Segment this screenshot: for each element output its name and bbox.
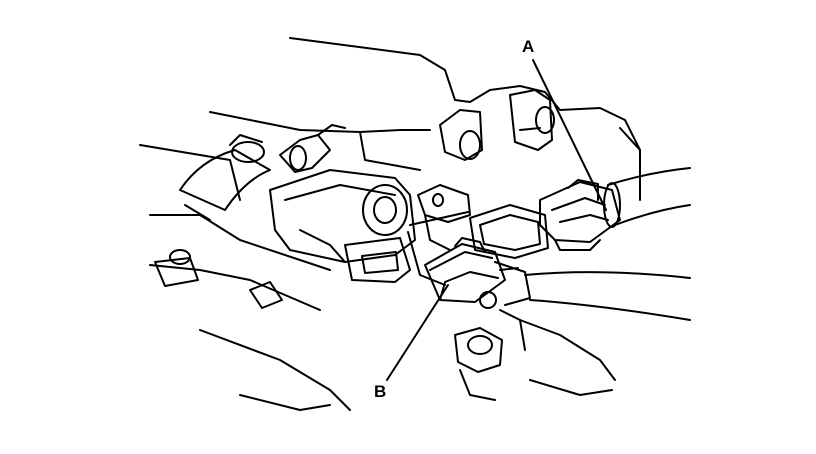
left-hose [179, 134, 271, 221]
connector-b [424, 237, 531, 309]
connector-a [539, 179, 621, 251]
callout-label-b: B [374, 382, 387, 401]
engine-bosses [439, 89, 555, 161]
lower-details [154, 249, 526, 401]
open-receptacle [407, 204, 549, 286]
leader-line-a [532, 59, 607, 211]
leader-line-b [386, 284, 449, 381]
harness-b [524, 271, 691, 321]
valve-body [269, 169, 416, 283]
mounting-bracket [417, 184, 471, 251]
harness-a [603, 167, 691, 228]
callout-label-a: A [522, 37, 535, 56]
leader-lines [386, 59, 607, 381]
engine-housing [139, 37, 641, 411]
left-post [279, 124, 346, 173]
